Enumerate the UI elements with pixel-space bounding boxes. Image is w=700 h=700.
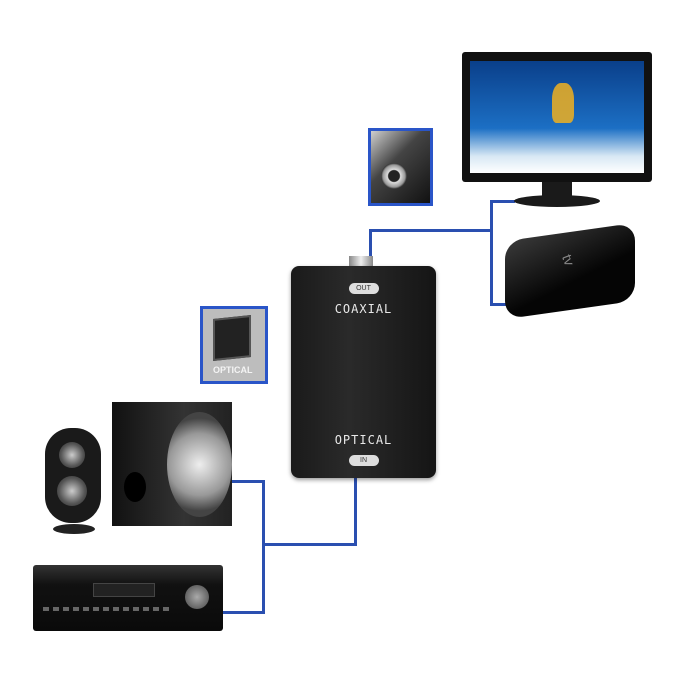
- apple-tv: tv: [505, 222, 635, 320]
- optical-inset-label: OPTICAL: [213, 365, 253, 375]
- wire-optical-down: [354, 478, 357, 546]
- optical-port-inset: OPTICAL: [200, 306, 268, 384]
- optical-to-coaxial-converter: OUT COAXIAL OPTICAL IN: [291, 266, 436, 478]
- tv-screen: [470, 61, 644, 173]
- coaxial-jack-icon: [381, 163, 407, 189]
- volume-knob: [185, 585, 209, 609]
- wire-coax-vertical: [490, 200, 493, 306]
- optical-jack-icon: [213, 315, 251, 361]
- tv-stand: [514, 195, 600, 207]
- wire-coax-up: [369, 230, 372, 260]
- optical-label: OPTICAL: [334, 433, 393, 447]
- subwoofer: [112, 402, 232, 526]
- wire-to-tv: [490, 200, 515, 203]
- wire-to-receiver: [222, 611, 265, 614]
- out-port-label: OUT: [348, 283, 379, 294]
- tv: [462, 52, 652, 212]
- wire-coax-horizontal: [369, 229, 492, 232]
- wire-to-speakers: [232, 480, 265, 483]
- small-speaker: [45, 428, 101, 536]
- tv-neck: [542, 182, 572, 196]
- in-port-label: IN: [348, 455, 379, 466]
- wire-optical-vertical: [262, 480, 265, 614]
- coaxial-port-inset: [368, 128, 433, 206]
- skier-image: [552, 83, 574, 123]
- av-receiver: [33, 565, 223, 631]
- wire-optical-horizontal: [264, 543, 357, 546]
- coaxial-label: COAXIAL: [334, 302, 393, 316]
- coaxial-connector: [349, 256, 373, 268]
